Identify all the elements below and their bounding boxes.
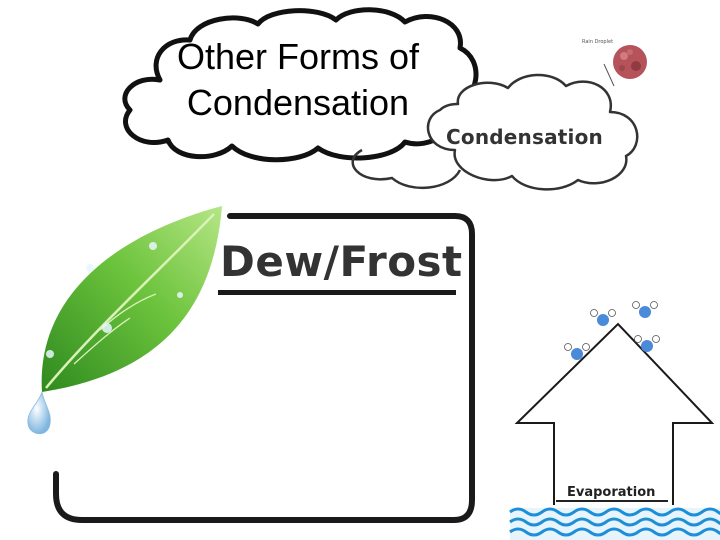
page-title: Other Forms of Condensation [148,34,448,126]
molecule-icon [590,309,616,326]
molecule-icon [632,301,658,318]
evaporation-arrow [514,322,715,505]
condensation-label: Condensation [446,125,603,149]
molecule-icon [564,343,590,360]
evaporation-label: Evaporation [567,485,656,500]
dew-frost-underline [218,290,456,295]
title-line-1: Other Forms of [176,36,420,77]
leaf-icon [41,206,223,392]
rain-droplet-icon [603,45,647,87]
evaporation-underline [556,500,668,502]
water-molecules [564,301,660,360]
molecule-icon [634,335,660,352]
water-waves [509,507,720,540]
title-line-2: Condensation [186,82,410,123]
rain-droplet-label: Rain Droplet [582,39,614,45]
dew-frost-box [53,213,475,523]
water-drop-icon [27,391,51,435]
dew-frost-label: Dew/Frost [220,237,463,286]
condensation-cloud [351,73,639,191]
